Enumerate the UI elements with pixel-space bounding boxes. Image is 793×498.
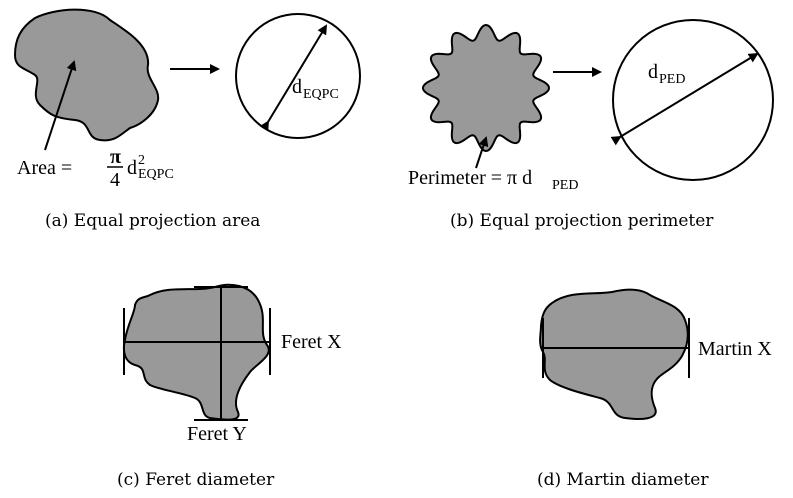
feret-y-label: Feret Y (187, 423, 247, 445)
particle-shape-d (539, 288, 689, 420)
circle-label-b-d: d (648, 61, 658, 83)
particle-shape-c (122, 283, 270, 421)
diameter-arrow-a (259, 24, 328, 132)
circle-label-a-d: d (292, 76, 302, 98)
panel-a: Area = π 4 d 2 EQPC d EQPC (a) Equal pro… (13, 8, 361, 231)
perimeter-formula-sub: PED (552, 178, 578, 193)
martin-x-label: Martin X (698, 338, 772, 360)
area-formula-four: 4 (110, 169, 120, 191)
circle-label-a-sub: EQPC (303, 87, 339, 102)
panel-d: Martin X (d) Martin diameter (537, 288, 772, 490)
circle-label-b-sub: PED (659, 72, 685, 87)
area-formula-d: d (127, 157, 137, 179)
area-formula-square: 2 (138, 153, 145, 168)
feret-x-label: Feret X (281, 331, 342, 353)
caption-a: (a) Equal projection area (45, 211, 260, 231)
area-pointer-arrow (44, 60, 77, 151)
diameter-arrow-b (610, 52, 759, 146)
caption-b: (b) Equal projection perimeter (450, 211, 714, 231)
panel-c: Feret X Feret Y (c) Feret diameter (117, 283, 342, 490)
wavy-particle-b (421, 23, 551, 153)
panel-b: Perimeter = π d PED d PED (b) Equal proj… (408, 19, 774, 231)
particle-shape-a (13, 8, 160, 142)
equivalent-circle-b (612, 19, 774, 181)
caption-d: (d) Martin diameter (537, 470, 709, 490)
area-formula-subscript: EQPC (138, 167, 174, 182)
area-formula-lhs: Area = (17, 157, 72, 179)
area-formula-pi: π (110, 146, 121, 168)
caption-c: (c) Feret diameter (117, 470, 275, 490)
perimeter-pointer-arrow (475, 136, 489, 169)
perimeter-formula: Perimeter = π d (408, 167, 532, 189)
